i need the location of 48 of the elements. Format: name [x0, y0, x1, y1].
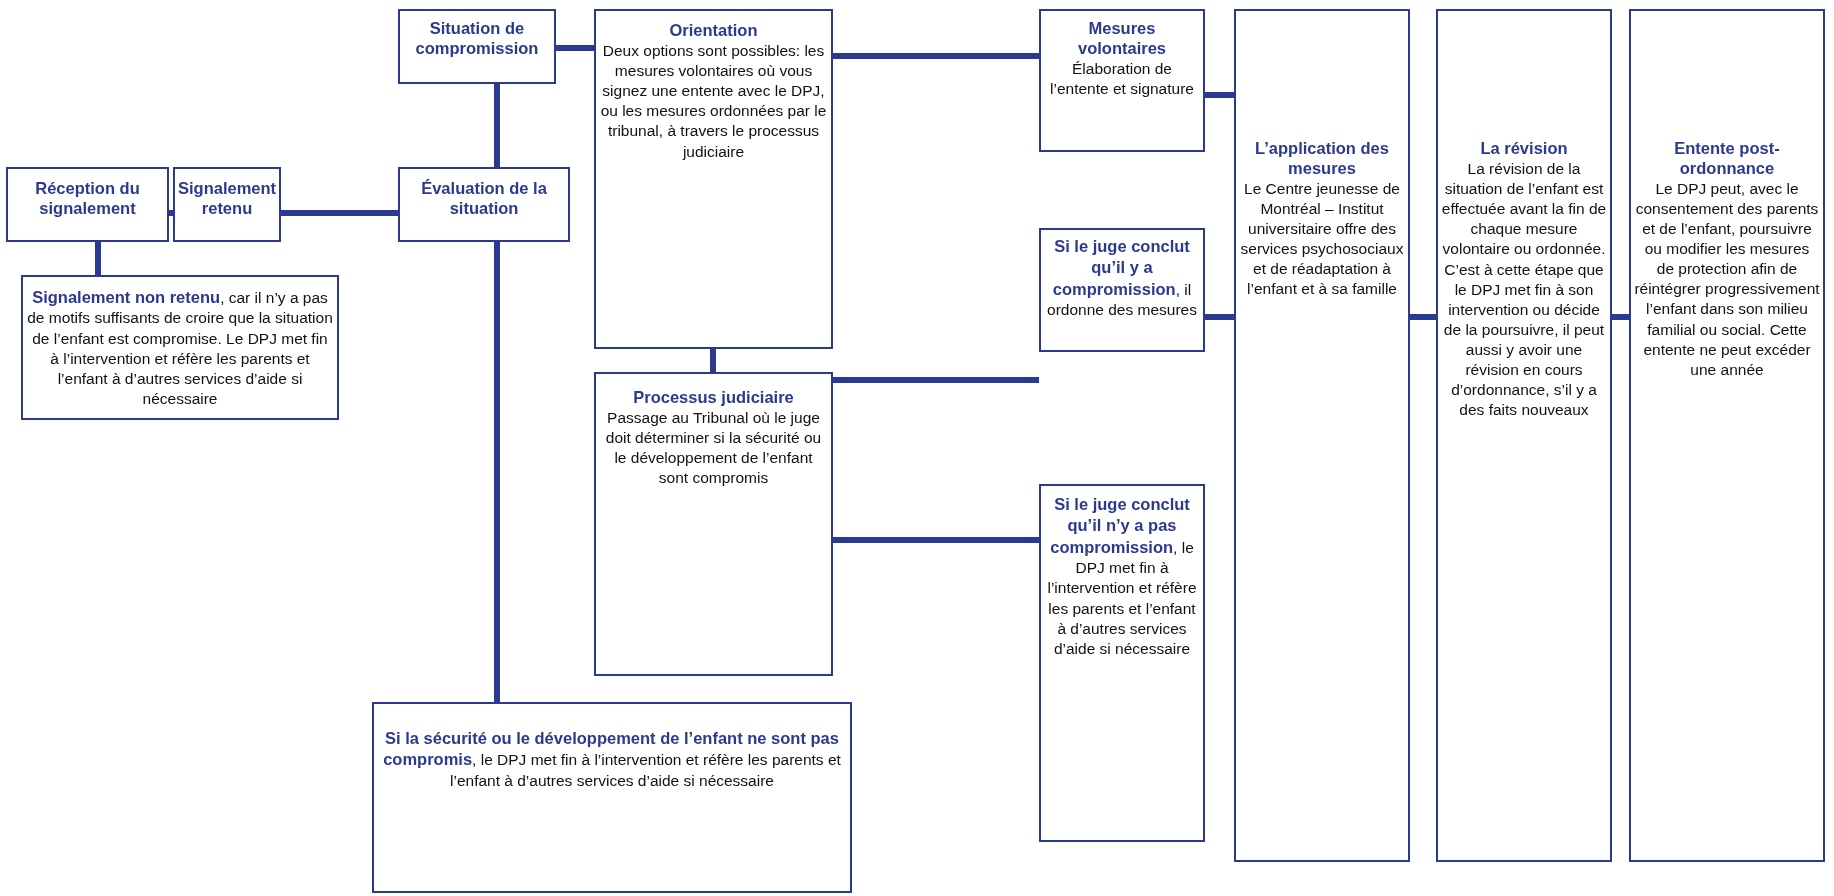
process-box — [1629, 9, 1825, 862]
box-description: La révision de la situation de l’enfant est effectuée avant la fin de chaque mesure volontaire ou ordonnée. C’est à cette étape que le DPJ met fin à son intervention ou décide de la poursuivre, il peut aussi y avoir une révision en cours d’ordonnance, s’il y a des faits nouveaux — [1441, 158, 1607, 421]
process-box — [1039, 484, 1205, 842]
connector-line — [833, 53, 1039, 59]
box-description: Le Centre jeunesse de Montréal – Institut universitaire offre des services psychosociaux et de réadaptation à l’enfant et à sa famille — [1239, 178, 1405, 300]
box-title: Orientation — [668, 21, 759, 41]
process-box — [372, 702, 852, 893]
box-description: Deux options sont possibles: les mesures volontaires où vous signez une entente avec le DPJ, ou les mesures ordonnées par le tribunal, à travers le processus judiciaire — [599, 40, 828, 162]
process-box — [1039, 228, 1205, 352]
box-title: Entente post-ordonnance — [1673, 139, 1781, 179]
connector-line — [1205, 314, 1234, 320]
process-box — [1234, 9, 1410, 862]
box-title: Processus judiciaire — [632, 388, 795, 408]
box-title: La révision — [1479, 139, 1569, 159]
box-title: Signalement retenu — [178, 179, 276, 219]
process-box — [1436, 9, 1612, 862]
connector-line — [556, 45, 594, 51]
process-box — [173, 167, 281, 242]
box-title: Situation de compromission — [414, 19, 540, 59]
process-box — [594, 372, 833, 676]
process-box — [21, 275, 339, 420]
connector-line — [95, 242, 101, 275]
process-box — [398, 9, 556, 84]
process-box — [1039, 9, 1205, 152]
connector-line — [833, 537, 1039, 543]
process-box — [594, 9, 833, 349]
box-title: Évaluation de la situation — [420, 179, 548, 219]
connector-line — [710, 349, 716, 372]
box-description: Le DPJ peut, avec le consentement des parents et de l’enfant, poursuivre ou modifier les mesures de protection afin de réintégrer progressivement l’enfant dans son milieu familial ou social. Cette entente ne peut excéder une année — [1634, 178, 1820, 380]
connector-line — [281, 210, 398, 216]
connector-line — [494, 242, 500, 702]
box-description: Si la sécurité ou le développement de l’enfant ne sont pas compromis, le DPJ met fin à l’intervention et réfère les parents et l’enfant à d’autres services d’aide si nécessaire — [382, 728, 842, 791]
connector-line — [169, 210, 173, 216]
connector-line — [833, 377, 1039, 383]
box-title: L’application des mesures — [1254, 139, 1390, 179]
box-title: Réception du signalement — [34, 179, 141, 219]
connector-line — [494, 84, 500, 167]
process-box — [6, 167, 169, 242]
process-box — [398, 167, 570, 242]
box-description: Élaboration de l’entente et signature — [1049, 58, 1195, 99]
box-title: Mesures volontaires — [1077, 19, 1167, 59]
box-description: Si le juge conclut qu’il y a compromission, il ordonne des mesures — [1046, 236, 1198, 321]
box-description: Si le juge conclut qu’il n’y a pas compromission, le DPJ met fin à l’intervention et réfère les parents et l’enfant à d’autres services d’aide si nécessaire — [1046, 494, 1198, 659]
connector-line — [1410, 314, 1436, 320]
connector-line — [1612, 314, 1629, 320]
box-description: Signalement non retenu, car il n’y a pas de motifs suffisants de croire que la situation de l’enfant est compromise. Le DPJ met fin à l’intervention et réfère les parents et l’enfant à d’autres services d’aide si nécessaire — [26, 287, 334, 409]
box-description: Passage au Tribunal où le juge doit déterminer si la sécurité ou le développement de l’enfant sont compromis — [604, 407, 823, 489]
connector-line — [1205, 92, 1234, 98]
